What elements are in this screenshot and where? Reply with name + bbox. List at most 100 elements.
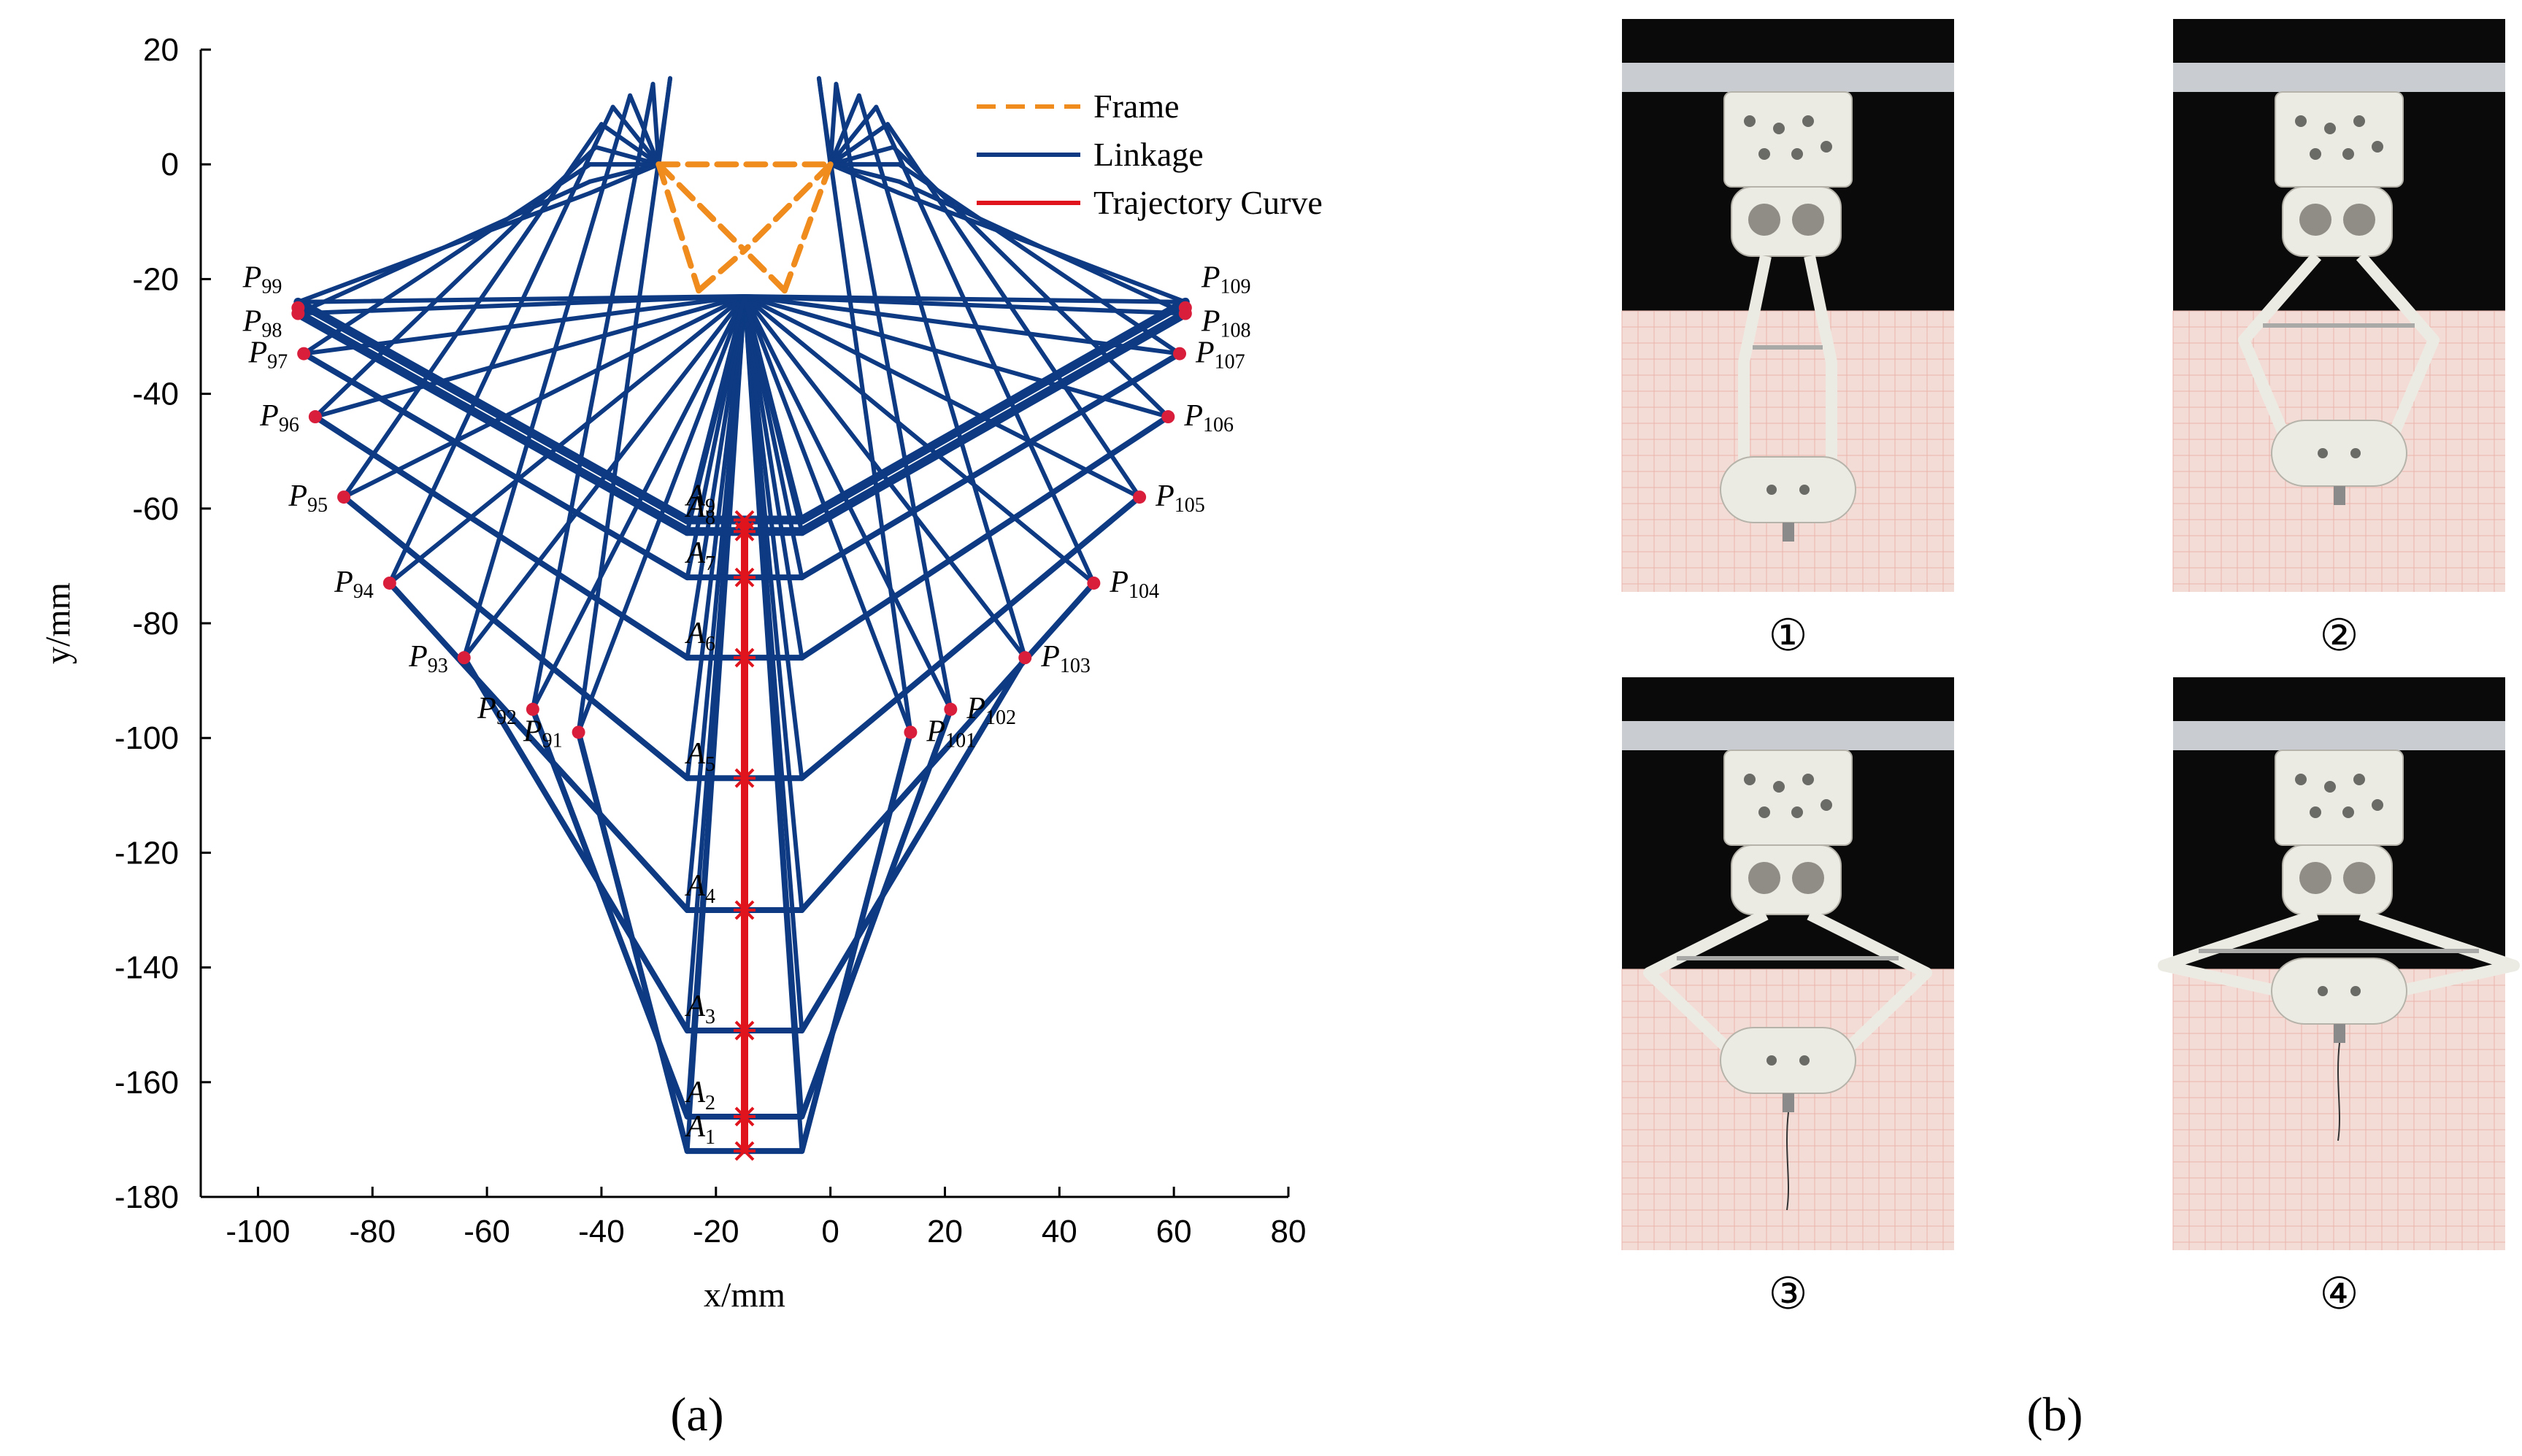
y-tick-label: -140 [115,950,179,986]
point-label: P95 [288,479,328,517]
linkage-bar [799,579,1097,913]
y-tick-label: -180 [115,1179,179,1215]
end-plate [1720,1027,1856,1094]
mount-hole [1802,115,1814,127]
linkage-bar [742,293,1096,585]
mount-hole [1744,774,1756,785]
point-label: P109 [1201,261,1251,298]
photo-panel [2158,677,2520,1250]
frame-series [656,161,834,294]
joint-point [1087,576,1101,590]
linkage-bar [610,104,661,167]
linkage-bar [293,297,692,525]
mount-hole [1773,781,1785,793]
joint-point [1173,347,1186,361]
gear [2343,862,2375,894]
end-plate [2271,420,2407,487]
mount-hole [1744,115,1756,127]
a-point-label: A7 [684,536,715,575]
rail [1622,721,1954,750]
linkage-bar [797,309,1190,536]
gear-housing [1731,844,1842,915]
linkage-bar [293,309,692,536]
rail [2173,63,2505,92]
point-label: P91 [523,714,563,752]
x-tick-label: -60 [464,1214,510,1249]
mount-hole [2353,115,2365,127]
plate-hole [2318,986,2328,996]
legend-label: Trajectory Curve [1093,184,1323,221]
linkage-bar [828,162,901,196]
x-tick-label: -40 [578,1214,625,1249]
point-label: P105 [1155,479,1205,517]
x-tick-label: 60 [1156,1214,1192,1249]
mount-hole [2342,806,2354,818]
a-point-label: A2 [684,1076,715,1114]
photo-caption: ③ [1769,1268,1808,1320]
linkage-bar [799,494,1143,782]
mount-hole [2324,123,2336,134]
needle-holder [1783,1093,1794,1112]
trajectory-series [734,510,756,1161]
gear [2299,862,2331,894]
needle-thread [2337,1042,2340,1141]
mount-hole [1802,774,1814,785]
point-label: P106 [1183,399,1234,436]
linkage-bar [742,293,804,912]
gear [2299,204,2331,236]
linkage-bar [301,162,593,356]
joint-point [291,301,305,315]
gear [1792,204,1824,236]
mount-hole [1773,123,1785,134]
y-tick-label: -80 [132,606,179,642]
gear [1748,862,1780,894]
joint-point [1161,410,1175,424]
point-label: P99 [242,261,282,298]
frame-bar [696,247,747,294]
linkage-bar [828,93,861,167]
linkage-bar [386,579,691,913]
photo-caption: ④ [2320,1268,2359,1320]
joint-point [308,410,322,424]
gripper-arm [2358,909,2520,1001]
needle-thread [1786,1112,1789,1211]
linkage-bar [828,82,839,167]
linkage-bar [828,104,879,167]
plate-hole [2350,448,2361,458]
linkage-bar [312,414,691,661]
linkage-bar [588,162,661,196]
graph-paper [1622,311,1954,592]
joint-point [1133,490,1147,504]
linkage-bar [816,76,833,167]
joint-point [457,651,471,665]
x-tick-label: 40 [1042,1214,1077,1249]
x-axis-label: x/mm [704,1276,785,1314]
plate-hole [2318,448,2328,458]
plate-hole [1799,485,1810,495]
mount-hole [1791,148,1803,160]
trajectory-marker [734,567,756,588]
trajectory-marker [734,510,756,530]
a-point-label: A1 [684,1110,715,1149]
joint-point [572,725,585,739]
linkage-series [293,76,1190,1155]
linkage-bar [816,76,913,735]
panel-label-a: (a) [670,1388,723,1441]
y-axis-label: y/mm [39,582,77,664]
rail [2173,721,2505,750]
linkage-bar [387,293,747,585]
mount-block [2275,91,2404,188]
x-tick-label: 20 [927,1214,963,1249]
linkage-bar [593,145,661,167]
y-tick-label: -60 [132,491,179,527]
trajectory-marker [734,900,756,920]
gripper-arm [1804,255,1837,493]
linkage-bar [685,293,747,660]
point-label: P96 [259,399,299,436]
gripper-arm [1807,909,1932,1068]
legend-label: Frame [1093,88,1180,125]
joint-point [1178,301,1192,315]
